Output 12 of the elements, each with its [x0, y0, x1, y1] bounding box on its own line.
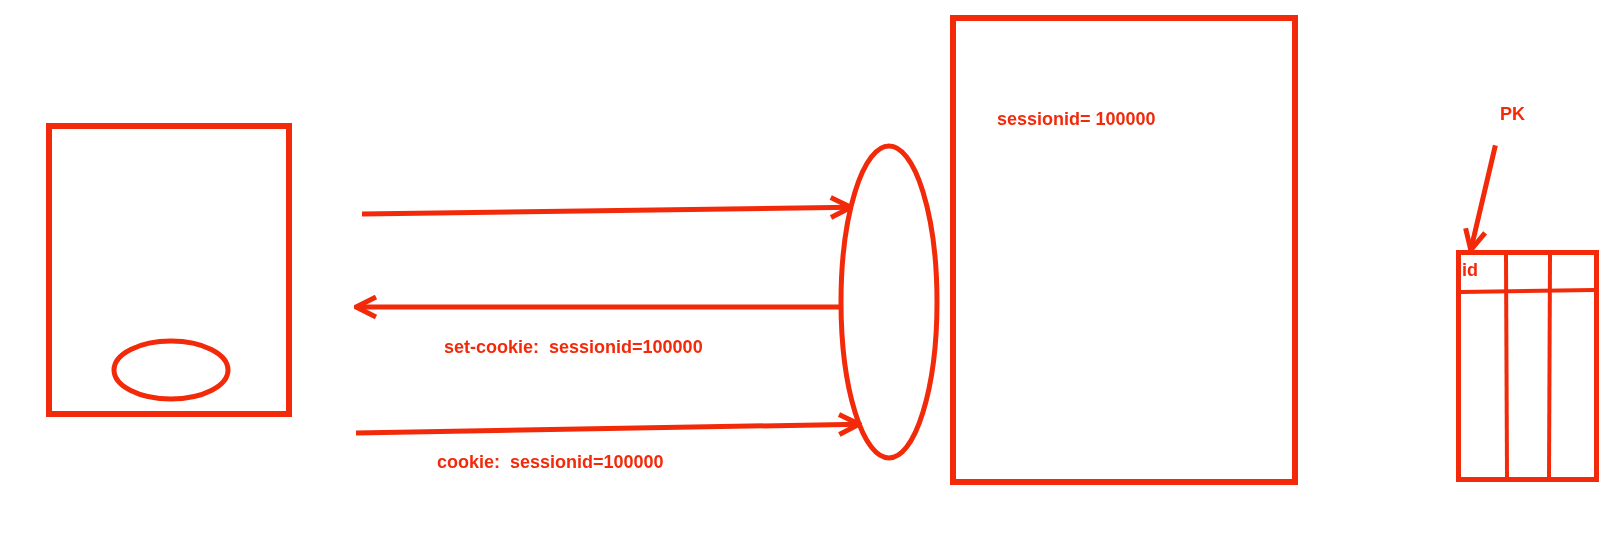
ellipse-shape	[111, 338, 231, 402]
column-header: id	[1462, 260, 1478, 281]
table-drawing	[1456, 250, 1599, 482]
edge-label: cookie: sessionid=100000	[437, 452, 664, 473]
arrow	[353, 294, 841, 320]
key-label: PK	[1500, 104, 1525, 125]
server-box	[950, 15, 1298, 485]
edge-label: set-cookie: sessionid=100000	[444, 337, 703, 358]
arrow	[1463, 144, 1498, 253]
node-text: sessionid= 100000	[997, 109, 1156, 130]
browser-box	[46, 123, 292, 417]
ellipse-shape	[838, 143, 940, 461]
